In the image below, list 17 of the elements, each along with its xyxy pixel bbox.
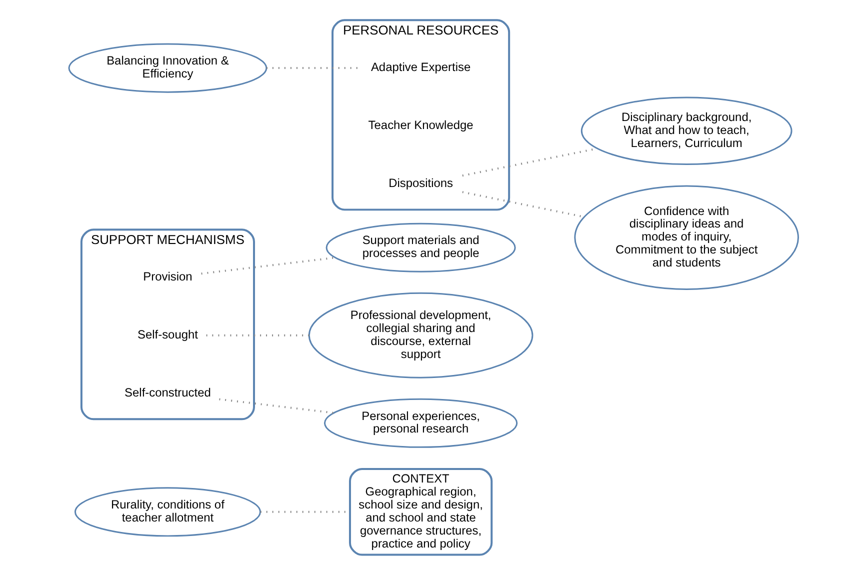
node-ellipse: Support materials and processes and people: [325, 222, 516, 272]
node-box: CONTEXT Geographical region, school size and design, and school and state governance structures, practice and policy: [348, 468, 492, 556]
node-text: Provision: [142, 270, 192, 284]
node-ellipse: Confidence with disciplinary ideas and modes of inquiry, Commitment to the subject and students: [574, 185, 798, 290]
connector: [200, 256, 335, 275]
node-ellipse: Disciplinary background, What and how to teach, Learners, Curriculum: [580, 96, 792, 166]
node-text: Self-sought: [136, 327, 198, 342]
node-ellipse: Personal experiences, personal research: [323, 398, 518, 448]
node-text: Self-constructed: [124, 385, 210, 400]
node-ellipse: Balancing Innovation & Efficiency: [68, 43, 267, 93]
node-text: Dispositions: [388, 176, 453, 190]
node-text: Adaptive Expertise: [370, 60, 470, 74]
node-ellipse: Rurality, conditions of teacher allotment: [74, 487, 260, 537]
connector: [218, 398, 334, 414]
node-text: Teacher Knowledge: [368, 118, 473, 132]
node-ellipse: Professional development, collegial sharing and discourse, external support: [308, 292, 533, 378]
connector: [462, 191, 584, 218]
